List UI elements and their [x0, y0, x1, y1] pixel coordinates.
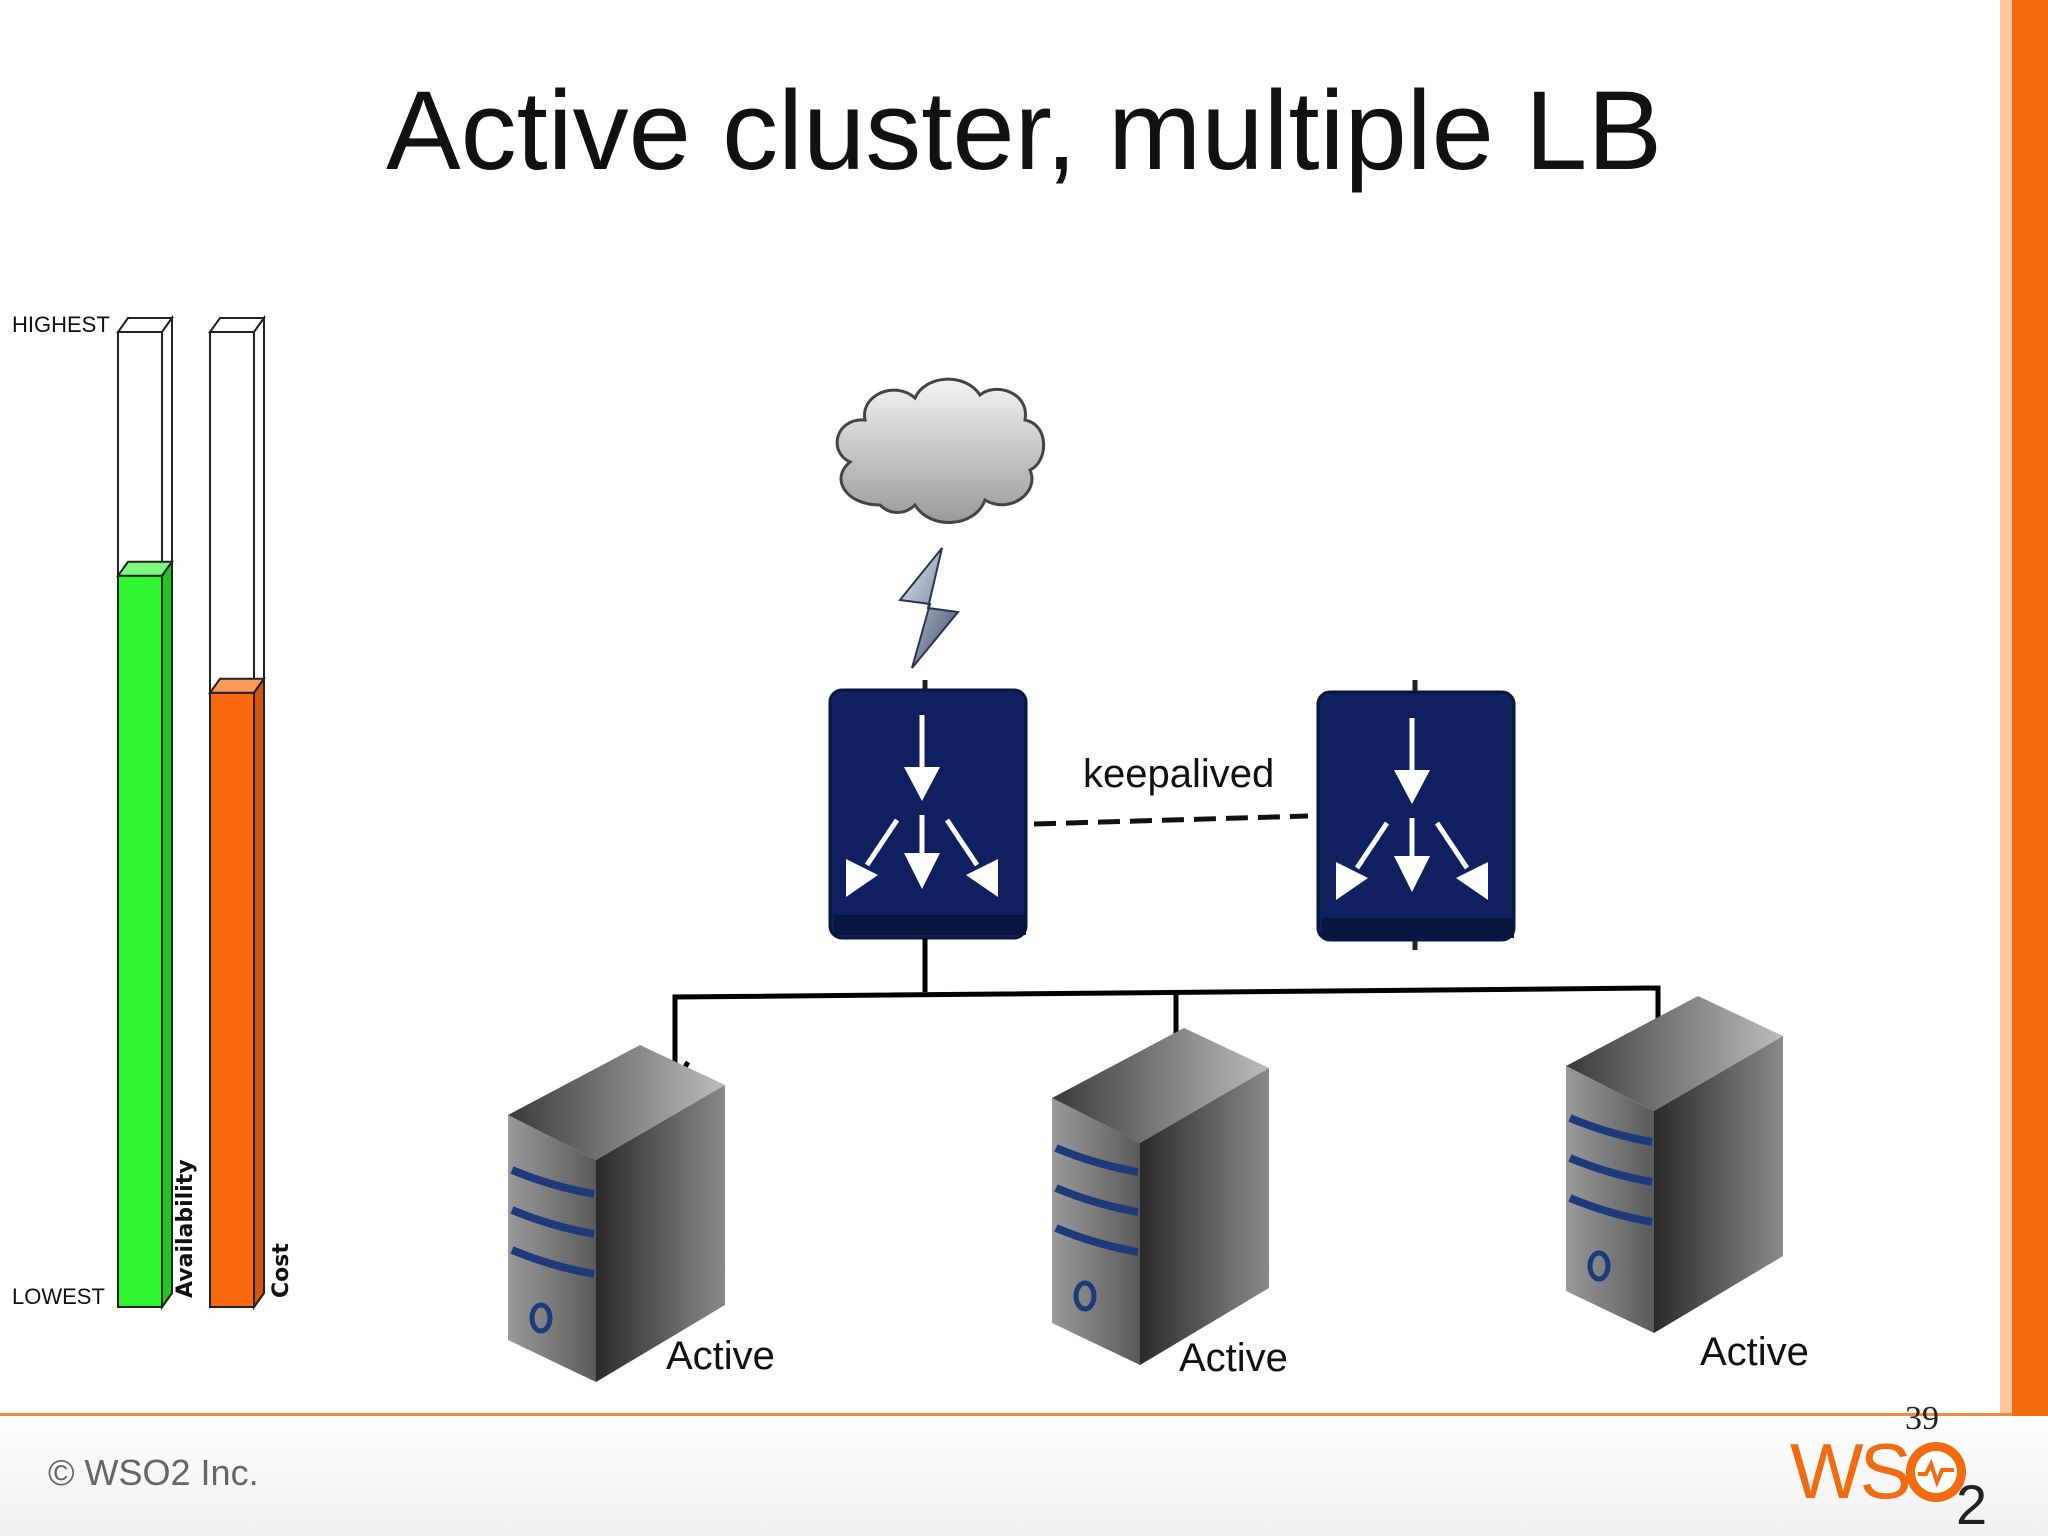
footer [0, 1416, 2048, 1536]
scale-highest-label: HIGHEST [12, 312, 110, 337]
wso2-logo: WS 2 [1790, 1427, 1987, 1530]
server-2-icon [1052, 1028, 1269, 1365]
side-accent-bar [2012, 0, 2048, 1420]
page-number: 39 [1905, 1400, 1939, 1437]
server-2-label: Active [1179, 1336, 1288, 1380]
copyright-text: © WSO2 Inc. [48, 1452, 259, 1493]
availability-axis-label: Availability [173, 1159, 198, 1298]
server-3-icon [1566, 996, 1783, 1333]
server-1-label: Active [666, 1334, 775, 1378]
server-1-icon [508, 1045, 725, 1382]
server-3-label: Active [1700, 1330, 1809, 1374]
availability-bar [116, 314, 174, 1311]
cost-bar [208, 314, 266, 1311]
scale-lowest-label: LOWEST [12, 1284, 105, 1309]
svg-text:2: 2 [1956, 1473, 1987, 1530]
footer-divider [0, 1413, 2012, 1416]
svg-text:WS: WS [1790, 1427, 1909, 1515]
lightning-icon [898, 547, 960, 669]
keepalived-label: keepalived [1083, 752, 1275, 796]
keepalived-link [1033, 813, 1309, 827]
load-balancer-primary-icon [828, 680, 1028, 940]
slide-title: Active cluster, multiple LB [385, 68, 1663, 193]
internet-cloud-icon [835, 377, 1046, 524]
side-accent-light [2000, 0, 2012, 1420]
load-balancer-standby-icon [1316, 680, 1516, 950]
cost-axis-label: Cost [269, 1243, 294, 1298]
